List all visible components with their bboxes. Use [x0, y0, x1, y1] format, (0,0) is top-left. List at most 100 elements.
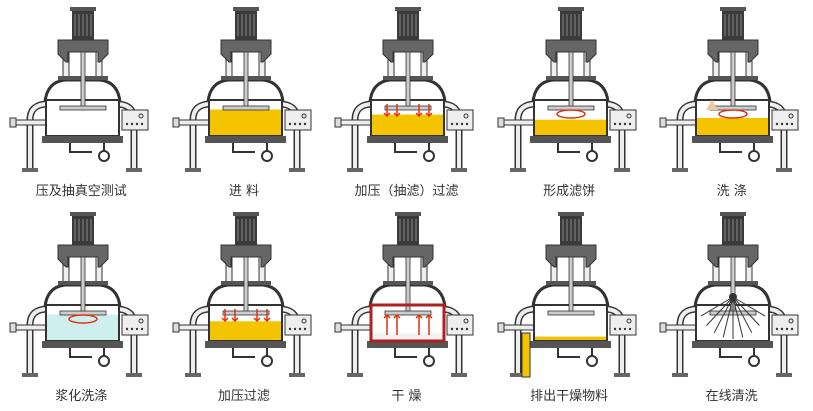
left-foot: [184, 168, 201, 172]
inlet-valve: [334, 322, 342, 333]
control-dot: [135, 327, 139, 331]
gearbox: [382, 39, 434, 63]
step-8: 干 燥: [325, 205, 488, 411]
control-dot: [135, 122, 139, 126]
wheel: [423, 355, 436, 367]
control-box: [609, 109, 637, 131]
spray-nozzle: [729, 293, 738, 301]
control-dot: [455, 122, 459, 126]
control-knob: [788, 113, 794, 119]
control-dot: [465, 122, 469, 126]
outlet-pipe: [69, 143, 92, 153]
filter-dryer-diagram: [334, 7, 474, 172]
arrow-icon: [383, 313, 391, 319]
wheel: [423, 150, 436, 162]
outlet-pipe: [394, 348, 418, 358]
bottom-plate: [692, 341, 774, 348]
outlet-pipe: [556, 143, 580, 153]
step-label: 在线清洗: [705, 389, 758, 404]
inlet-valve: [9, 117, 17, 128]
control-dot: [623, 327, 626, 331]
control-dot: [130, 327, 134, 331]
agitator-shaft: [405, 51, 411, 108]
bottom-plate: [204, 341, 286, 348]
agitator-blade: [222, 310, 269, 316]
left-foot: [22, 373, 38, 377]
bottom-plate: [529, 341, 611, 348]
arrow-icon: [231, 317, 239, 323]
control-knob: [626, 318, 632, 324]
step-label: 加压过滤: [217, 389, 270, 404]
left-foot: [184, 373, 201, 377]
filter-dryer-diagram: [9, 7, 149, 172]
outlet-pipe: [719, 143, 743, 153]
vessel-contents: [534, 119, 606, 135]
wheel: [260, 150, 273, 162]
control-knob: [788, 318, 794, 324]
control-dot: [776, 327, 779, 331]
agitator-shaft: [243, 256, 248, 313]
control-dot: [618, 327, 621, 331]
step-label: 加压（抽滤）过滤: [354, 184, 459, 199]
step-7: 加压过滤: [163, 205, 326, 411]
arrow-icon: [415, 313, 423, 319]
control-box: [609, 314, 637, 336]
control-knob: [463, 318, 469, 324]
right-foot: [288, 373, 305, 377]
motor-cap: [70, 7, 96, 11]
control-box: [446, 314, 474, 336]
spray-line: [733, 296, 766, 317]
arrow-icon: [425, 313, 433, 319]
control-dot: [303, 122, 306, 126]
control-dot: [288, 327, 291, 331]
right-foot: [613, 373, 630, 377]
motor-cap: [232, 7, 259, 11]
outlet-pipe: [719, 348, 743, 358]
control-dot: [613, 327, 616, 331]
gearbox: [545, 244, 597, 268]
outlet-pipe: [231, 348, 255, 358]
control-dot: [140, 122, 144, 126]
wheel: [585, 150, 598, 162]
control-box: [284, 109, 312, 131]
right-foot: [776, 168, 793, 172]
gearbox: [57, 244, 109, 268]
motor-cap: [395, 7, 422, 11]
control-dot: [628, 327, 631, 331]
left-foot: [22, 168, 38, 172]
rotation-icon: [556, 109, 586, 119]
control-box: [771, 314, 799, 336]
control-dot: [618, 122, 621, 126]
step-9: 排出干燥物料: [488, 205, 651, 411]
filter-dryer-diagram: [172, 212, 312, 377]
control-dot: [293, 122, 296, 126]
vessel-contents: [209, 321, 281, 340]
agitator-shaft: [730, 51, 736, 108]
control-dot: [130, 122, 134, 126]
agitator-shaft: [568, 256, 574, 313]
vessel-contents: [372, 333, 444, 340]
control-dot: [303, 327, 306, 331]
spray-line: [732, 296, 744, 338]
inlet-valve: [9, 322, 17, 333]
spray-line: [714, 296, 734, 334]
control-dot: [125, 122, 129, 126]
agitator-blade: [59, 105, 107, 111]
filter-dryer-diagram: [497, 7, 637, 172]
gearbox: [707, 244, 759, 268]
step-label: 压及抽真空测试: [35, 184, 127, 199]
control-box: [284, 314, 312, 336]
left-foot: [347, 168, 364, 172]
right-foot: [451, 168, 468, 172]
outlet-pipe: [556, 348, 580, 358]
control-dot: [460, 122, 464, 126]
vessel-contents: [47, 314, 118, 340]
wheel: [98, 355, 110, 367]
right-foot: [613, 168, 630, 172]
arrow-icon: [253, 317, 261, 323]
control-dot: [791, 327, 794, 331]
control-dot: [298, 122, 301, 126]
inlet-valve: [172, 322, 180, 333]
outlet-pipe: [394, 143, 418, 153]
control-dot: [628, 122, 631, 126]
